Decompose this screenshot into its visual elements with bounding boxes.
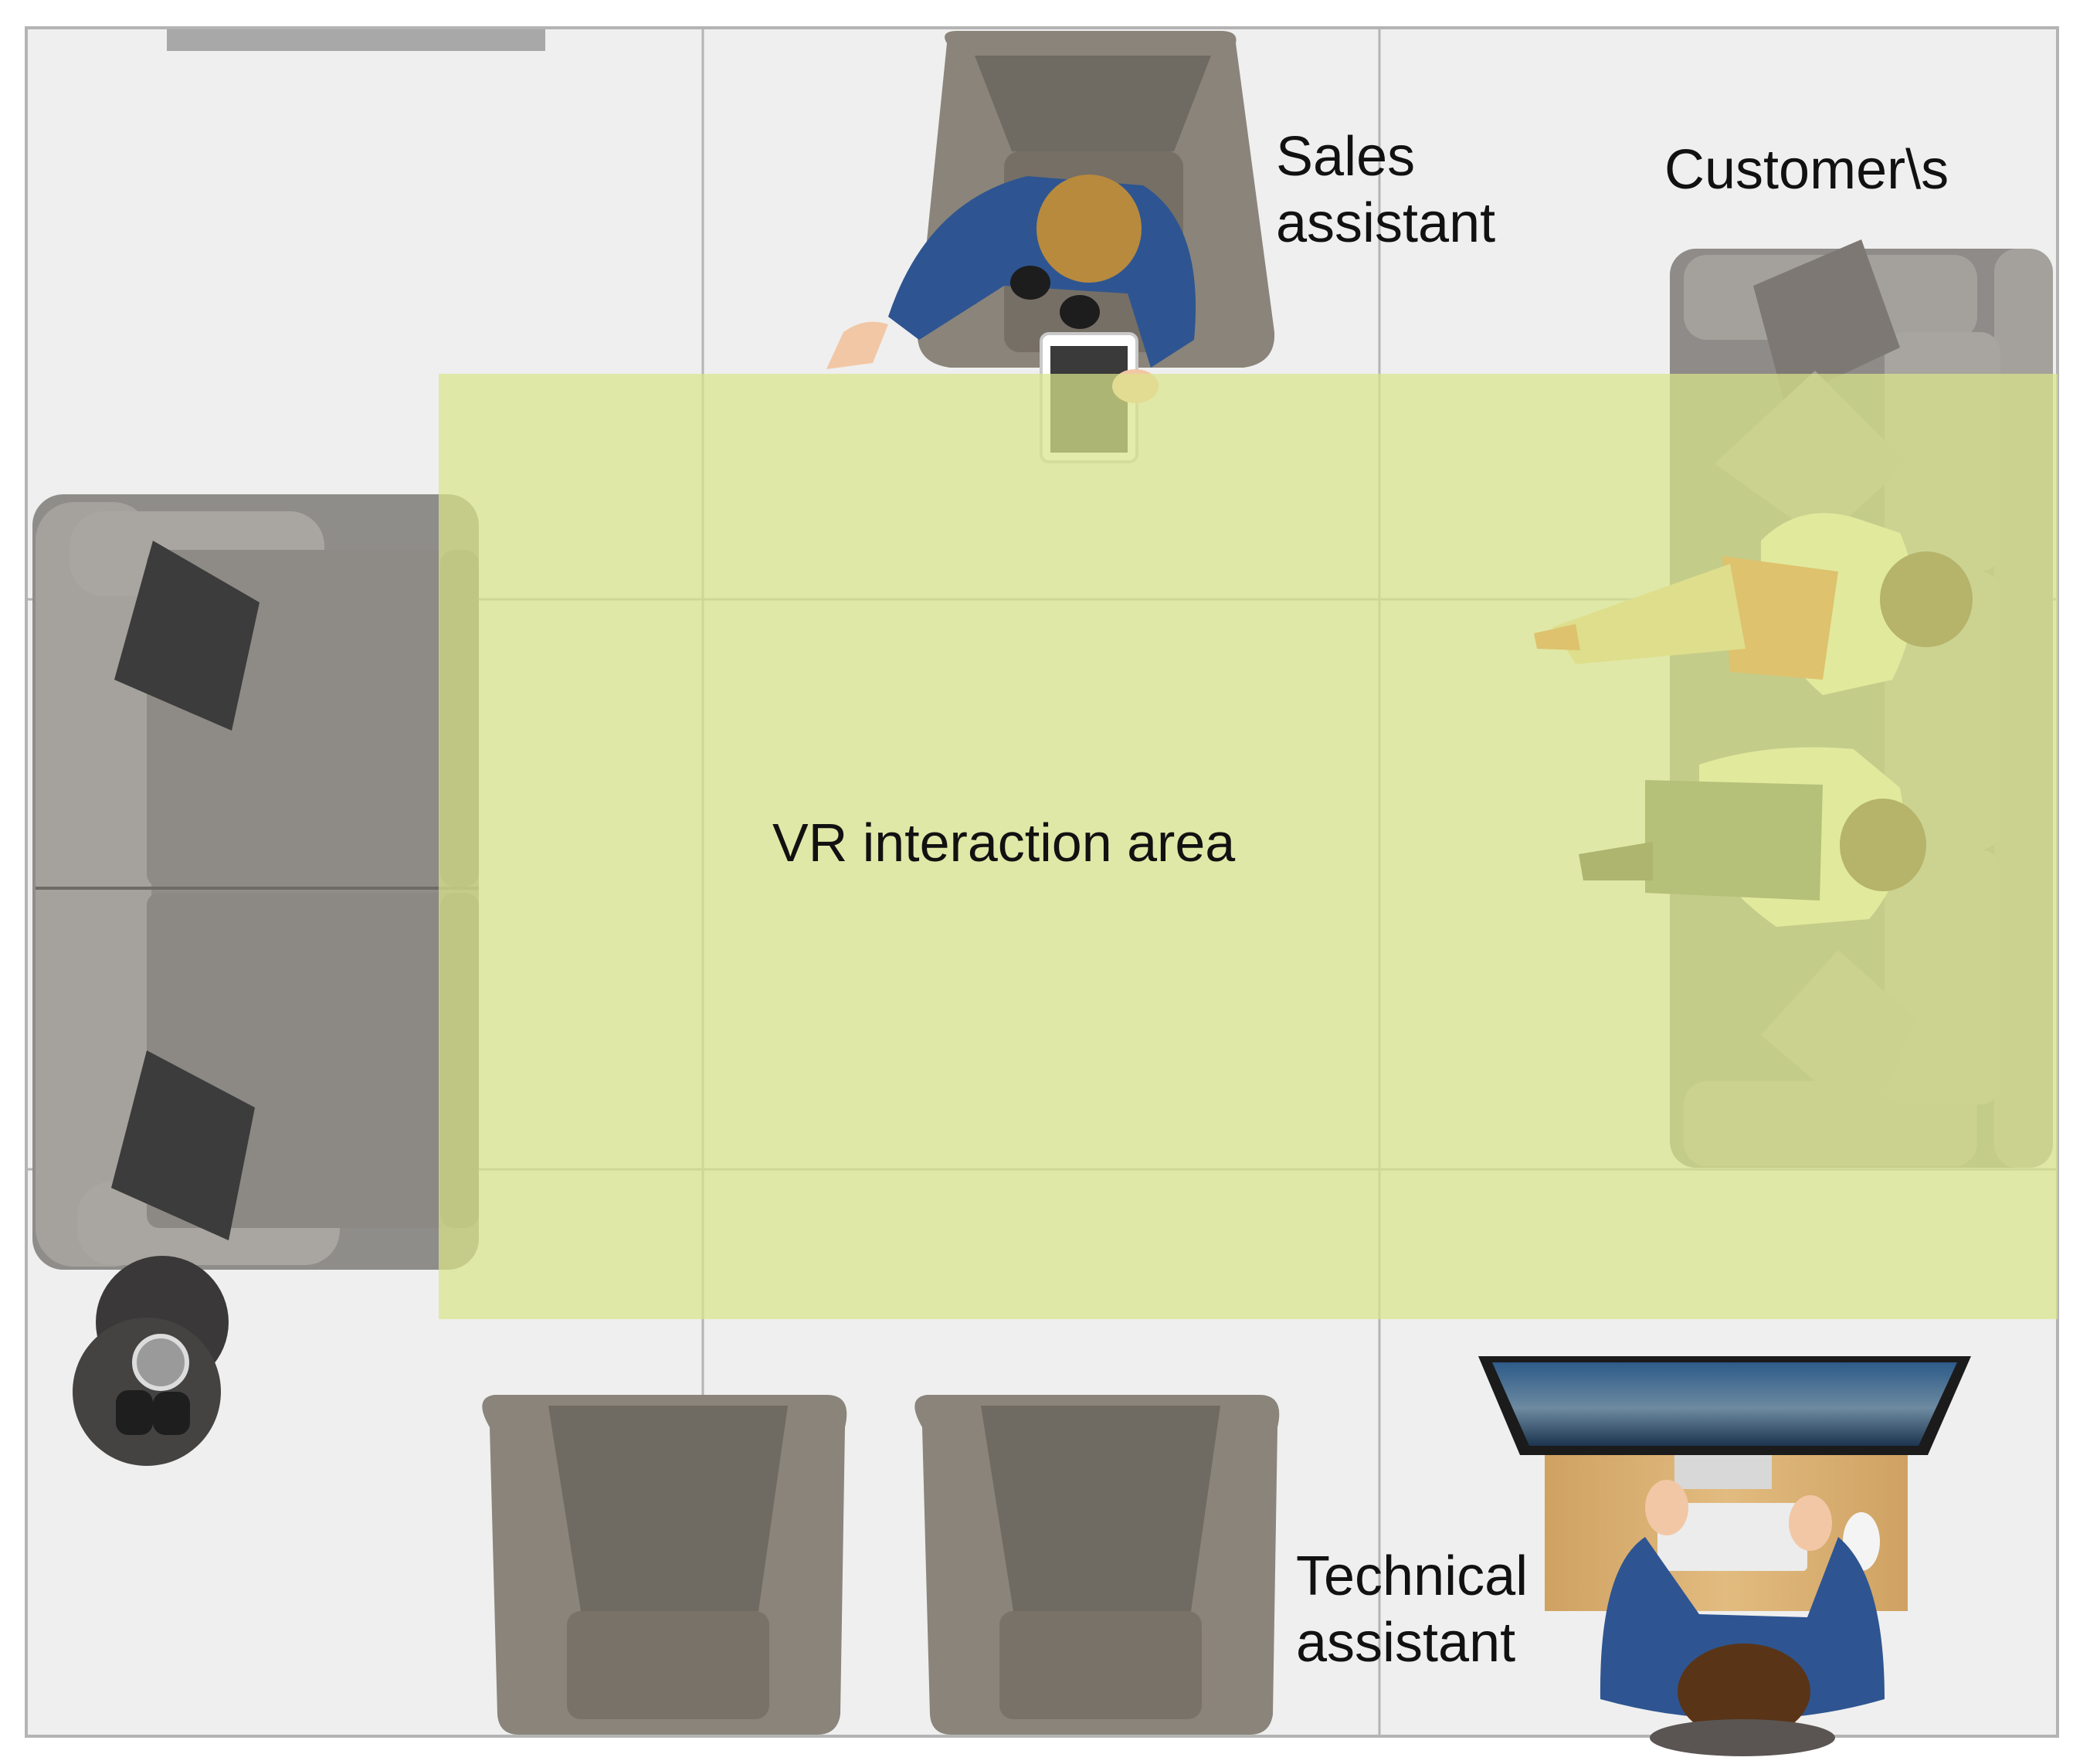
- cushion: [111, 1050, 255, 1240]
- sales-assistant-label: Sales assistant: [1276, 124, 1495, 256]
- computer-icon: [1478, 1356, 1971, 1611]
- customers-label: Customer\s: [1664, 139, 1949, 201]
- vr-interaction-area-label: VR interaction area: [772, 812, 1236, 873]
- person-icon: [1600, 1480, 1885, 1756]
- cushion: [1753, 239, 1900, 402]
- sales-assistant-label-line1: Sales: [1276, 126, 1416, 188]
- technical-assistant-label-line1: Technical: [1296, 1545, 1528, 1607]
- cushion: [114, 541, 260, 731]
- technical-assistant-label-line2: assistant: [1296, 1612, 1516, 1674]
- side-table-icon: [73, 1256, 229, 1466]
- door-marker: [167, 29, 545, 51]
- vr-interaction-zone: [439, 374, 2058, 1319]
- sofa-icon: [32, 494, 479, 1270]
- armchair-icon: [914, 1395, 1280, 1735]
- sales-assistant-label-line2: assistant: [1276, 192, 1496, 254]
- technical-assistant-label: Technical assistant: [1296, 1543, 1528, 1676]
- armchair-icon: [482, 1395, 847, 1735]
